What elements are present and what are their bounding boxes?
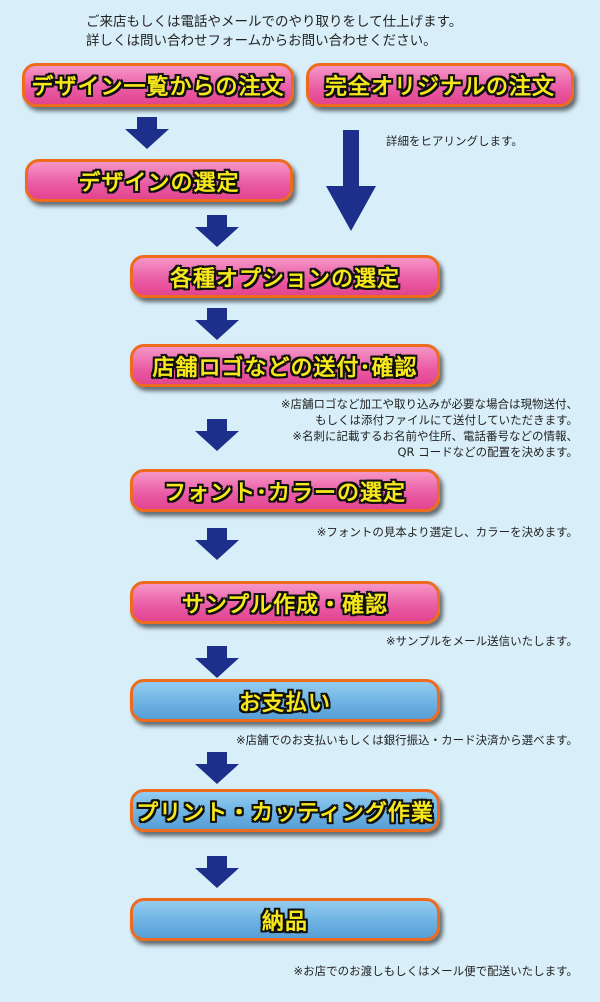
options-select-button[interactable]: 各種オプションの選定: [130, 255, 440, 298]
down-arrow-icon: [195, 856, 239, 888]
down-arrow-icon: [195, 419, 239, 451]
down-arrow-icon: [195, 528, 239, 560]
sample-note: ※サンプルをメール送信いたします。: [385, 634, 578, 648]
order-catalog-label: デザイン一覧からの注文: [31, 75, 285, 100]
large-down-arrow-icon: [326, 130, 376, 231]
down-arrow-icon: [125, 117, 169, 149]
intro-line-2: 詳しくは問い合わせフォームからお問い合わせください。: [86, 33, 437, 49]
delivery-label: 納品: [261, 909, 308, 935]
logo-notes: ※店舗ロゴなど加工や取り込みが必要な場合は現物送付、 もしくは添付ファイルにて送…: [281, 396, 578, 460]
intro-line-1: ご来店もしくは電話やメールでのやり取りをして仕上げます。: [86, 14, 463, 30]
order-original-button[interactable]: 完全オリジナルの注文: [306, 63, 574, 107]
logo-note-1: ※店舗ロゴなど加工や取り込みが必要な場合は現物送付、: [280, 397, 578, 411]
logo-send-button[interactable]: 店舗ロゴなどの送付･確認: [130, 344, 440, 387]
font-color-button[interactable]: フォント･カラーの選定: [130, 469, 440, 512]
font-note: ※フォントの見本より選定し、カラーを決めます。: [316, 525, 578, 539]
logo-note-2: もしくは添付ファイルにて送付していただきます。: [314, 413, 578, 427]
hearing-note: 詳細をヒアリングします。: [386, 134, 523, 148]
down-arrow-icon: [195, 752, 239, 784]
payment-label: お支払い: [238, 690, 331, 716]
order-original-label: 完全オリジナルの注文: [324, 75, 555, 100]
logo-note-3: ※名刺に記載するお名前や住所、電話番号などの情報、: [292, 429, 578, 443]
font-color-label: フォント･カラーの選定: [163, 480, 406, 506]
down-arrow-icon: [195, 215, 239, 247]
order-catalog-button[interactable]: デザイン一覧からの注文: [22, 63, 294, 107]
design-select-label: デザインの選定: [78, 170, 240, 196]
down-arrow-icon: [195, 308, 239, 340]
printing-label: プリント・カッティング作業: [136, 800, 434, 826]
logo-send-label: 店舗ロゴなどの送付･確認: [152, 355, 418, 381]
sample-button[interactable]: サンプル作成・確認: [130, 581, 440, 624]
printing-button[interactable]: プリント・カッティング作業: [130, 789, 440, 832]
sample-label: サンプル作成・確認: [181, 592, 389, 618]
payment-note: ※店舗でのお支払いもしくは銀行振込・カード決済から選べます。: [236, 733, 578, 747]
delivery-button[interactable]: 納品: [130, 898, 440, 941]
down-arrow-icon: [195, 646, 239, 678]
options-select-label: 各種オプションの選定: [169, 266, 400, 292]
design-select-button[interactable]: デザインの選定: [25, 159, 293, 202]
logo-note-4: QR コードなどの配置を決めます。: [397, 445, 578, 459]
delivery-note: ※お店でのお渡しもしくはメール便で配送いたします。: [293, 964, 578, 978]
payment-button[interactable]: お支払い: [130, 679, 440, 722]
intro-text: ご来店もしくは電話やメールでのやり取りをして仕上げます。 詳しくは問い合わせフォ…: [86, 13, 462, 51]
